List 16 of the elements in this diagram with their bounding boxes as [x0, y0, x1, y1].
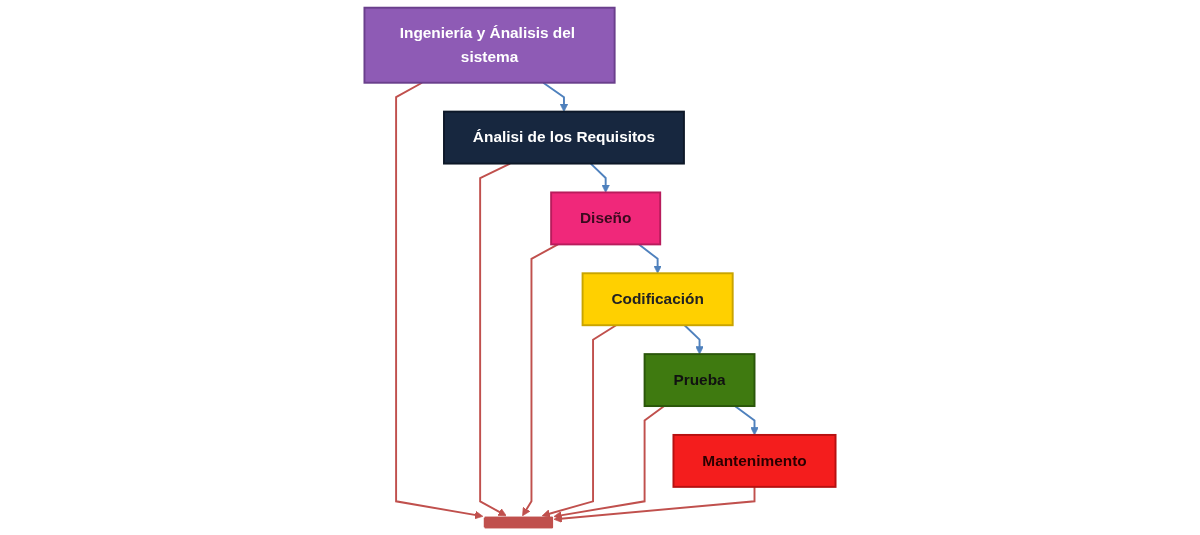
arrow [683, 324, 704, 355]
arrow [395, 81, 484, 520]
arrow [733, 405, 759, 436]
node-box: Ingeniería y Ánalisis del sistema [363, 6, 616, 84]
arrow [542, 81, 569, 112]
arrow [522, 243, 559, 517]
node-box: Prueba [643, 353, 756, 407]
node-box: Codificación [581, 272, 734, 327]
node-box: Ánalisi de los Requisitos [443, 110, 685, 165]
node-box: Mantenimento [672, 433, 837, 488]
arrow [541, 324, 618, 518]
node-box: Diseño [550, 191, 662, 246]
arrow [638, 243, 662, 274]
arrow [589, 162, 610, 193]
arrow [553, 485, 756, 523]
arrow [553, 405, 666, 520]
